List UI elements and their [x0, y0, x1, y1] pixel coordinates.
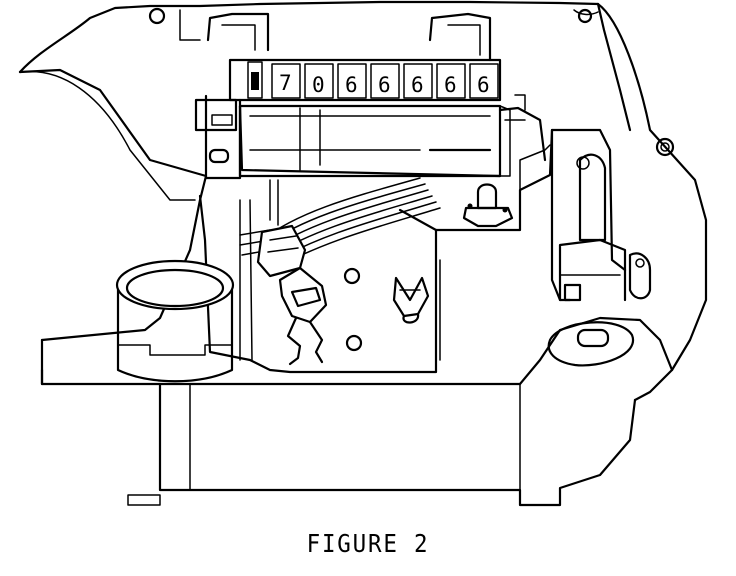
left-bracket: [206, 96, 240, 178]
counter-digit-6: 6: [477, 73, 490, 97]
housing-outline: [20, 2, 706, 505]
counter-digit-4: 6: [411, 73, 424, 97]
counter-digit-2: 6: [345, 73, 358, 97]
spring-clip: [394, 278, 428, 323]
counter-wheels: 7 0 6 6 6 6 6: [272, 64, 498, 98]
counter-digit-5: 6: [444, 73, 457, 97]
counter-digit-1: 0: [312, 73, 325, 97]
inner-compartment: [200, 130, 650, 372]
counter-register: 7 0 6 6 6 6 6: [196, 14, 545, 176]
mounting-slot: [549, 322, 633, 365]
indicator-lamp: [464, 185, 512, 227]
counter-digit-0: 7: [279, 71, 292, 95]
round-boss: [117, 261, 233, 381]
figure-caption: FIGURE 2: [306, 529, 430, 558]
counter-digit-3: 6: [378, 73, 391, 97]
cable-connector: [258, 226, 326, 364]
screw-hole-2: [347, 336, 361, 350]
screw-hole-1: [345, 269, 359, 283]
